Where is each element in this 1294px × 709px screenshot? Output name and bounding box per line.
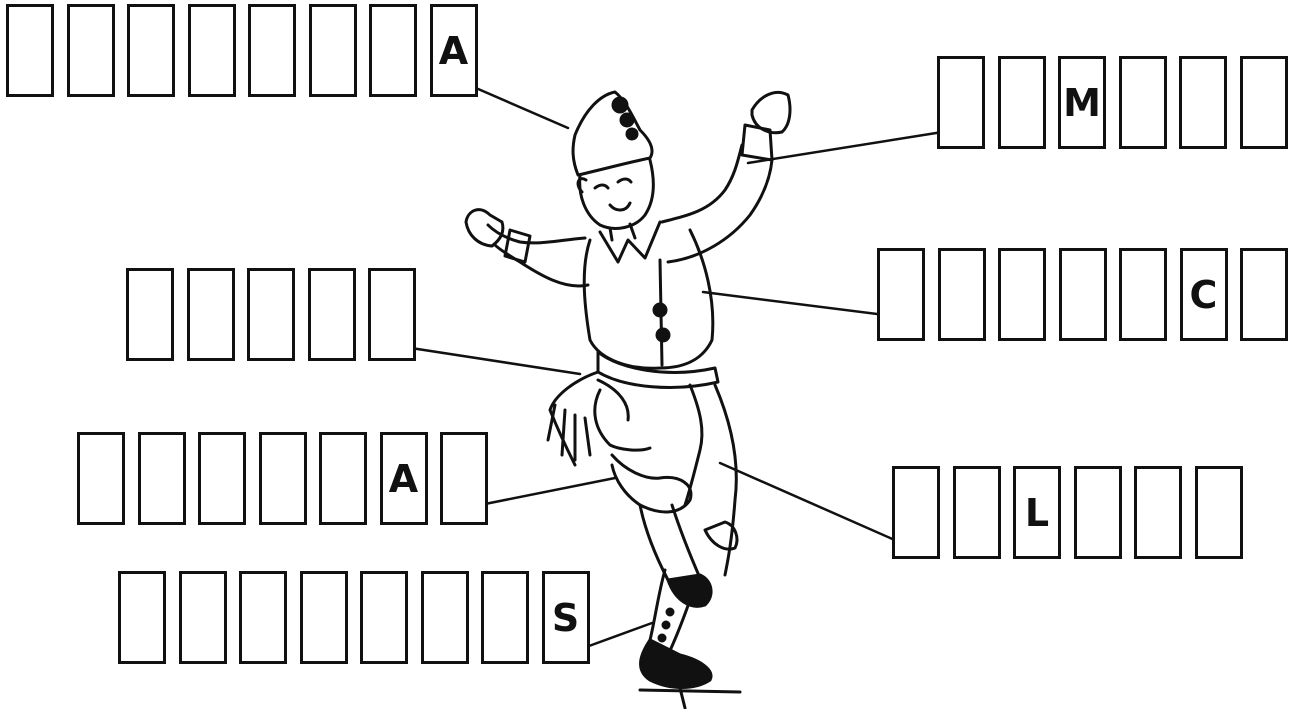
letter-box[interactable] [998, 56, 1046, 149]
letter-box[interactable] [953, 466, 1001, 559]
letter-box[interactable] [67, 4, 115, 97]
leader-line-waist [398, 346, 580, 374]
letter-box[interactable] [126, 268, 174, 361]
letter-box[interactable] [877, 248, 925, 341]
letter-box[interactable] [369, 4, 417, 97]
letter-box[interactable] [77, 432, 125, 525]
leader-line-hat [462, 82, 568, 128]
letter-box[interactable] [481, 571, 529, 664]
letter-box[interactable] [247, 268, 295, 361]
letter-box[interactable] [440, 432, 488, 525]
letter-box[interactable] [1119, 56, 1167, 149]
letter-box[interactable] [179, 571, 227, 664]
letter-box[interactable] [368, 268, 416, 361]
letter-box[interactable] [138, 432, 186, 525]
letter-box[interactable] [187, 268, 235, 361]
given-letter: L [1025, 494, 1049, 532]
letter-box[interactable] [308, 268, 356, 361]
letter-box[interactable]: A [430, 4, 478, 97]
letter-box[interactable] [248, 4, 296, 97]
letter-box[interactable] [892, 466, 940, 559]
letter-box[interactable] [319, 432, 367, 525]
letter-box[interactable] [259, 432, 307, 525]
letter-box[interactable] [198, 432, 246, 525]
letter-box[interactable] [309, 4, 357, 97]
letter-box[interactable] [1240, 56, 1288, 149]
letter-box[interactable] [1134, 466, 1182, 559]
given-letter: A [439, 32, 468, 70]
letter-box[interactable] [300, 571, 348, 664]
leader-line-trousers [720, 463, 906, 545]
given-letter: C [1190, 276, 1218, 314]
letter-box[interactable] [6, 4, 54, 97]
letter-box[interactable] [1059, 248, 1107, 341]
letter-box[interactable] [360, 571, 408, 664]
leader-line-knee [475, 478, 615, 506]
leader-line-vest [703, 292, 893, 316]
letter-box[interactable]: S [542, 571, 590, 664]
letter-box[interactable] [998, 248, 1046, 341]
letter-box[interactable] [938, 248, 986, 341]
letter-box[interactable] [937, 56, 985, 149]
letter-box[interactable] [239, 571, 287, 664]
given-letter: S [552, 599, 579, 637]
letter-box[interactable] [1195, 466, 1243, 559]
letter-box[interactable] [1240, 248, 1288, 341]
letter-box[interactable]: M [1058, 56, 1106, 149]
letter-box[interactable]: A [380, 432, 428, 525]
given-letter: M [1063, 84, 1101, 122]
letter-box[interactable] [188, 4, 236, 97]
letter-box[interactable] [127, 4, 175, 97]
letter-box[interactable] [1074, 466, 1122, 559]
letter-box[interactable] [1179, 56, 1227, 149]
letter-box[interactable] [118, 571, 166, 664]
letter-box[interactable]: L [1013, 466, 1061, 559]
letter-box[interactable] [421, 571, 469, 664]
leader-line-arm [748, 130, 955, 163]
letter-box[interactable] [1119, 248, 1167, 341]
letter-box[interactable]: C [1180, 248, 1228, 341]
given-letter: A [389, 460, 418, 498]
